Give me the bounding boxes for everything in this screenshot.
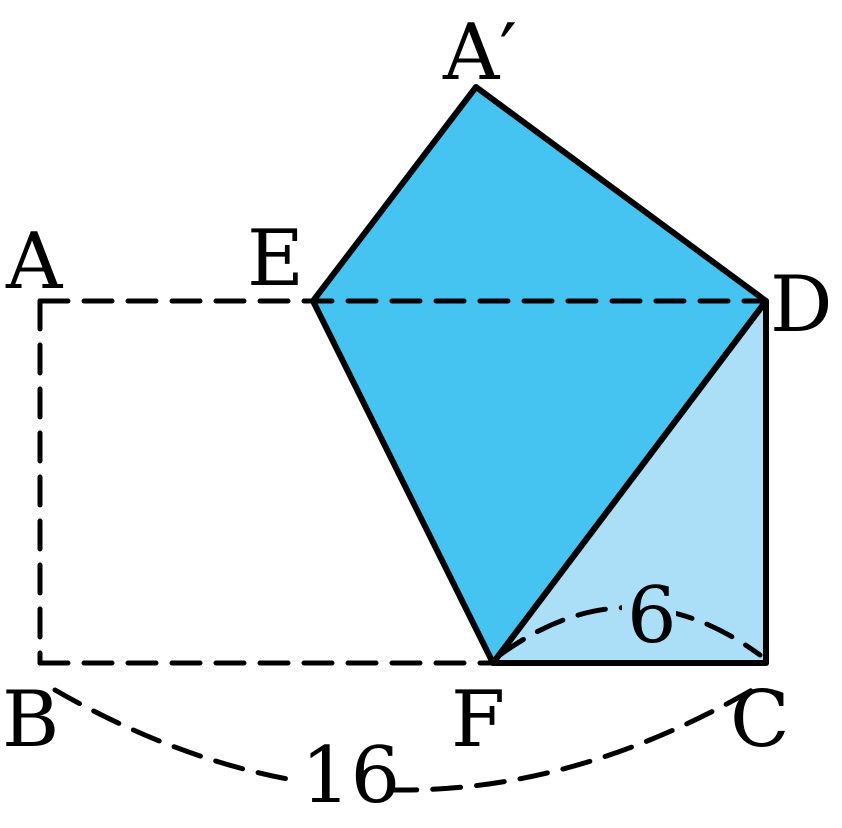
label-e: E: [247, 214, 304, 304]
label-a-prime: A′: [442, 8, 517, 98]
measure-bc-label: 16: [301, 731, 400, 821]
measure-bc-bg: [298, 740, 394, 806]
measure-fc-label: 6: [627, 571, 677, 661]
edge-fd: [490, 298, 769, 666]
label-b: B: [2, 675, 59, 765]
label-f: F: [451, 675, 505, 765]
measure-fc-bg: [622, 585, 676, 647]
quadrilateral-a-prime-e-f-d: [313, 87, 766, 663]
label-a: A: [5, 217, 64, 307]
label-d: D: [770, 260, 833, 350]
label-c: C: [730, 675, 790, 765]
measure-arc-bc: [52, 687, 755, 793]
